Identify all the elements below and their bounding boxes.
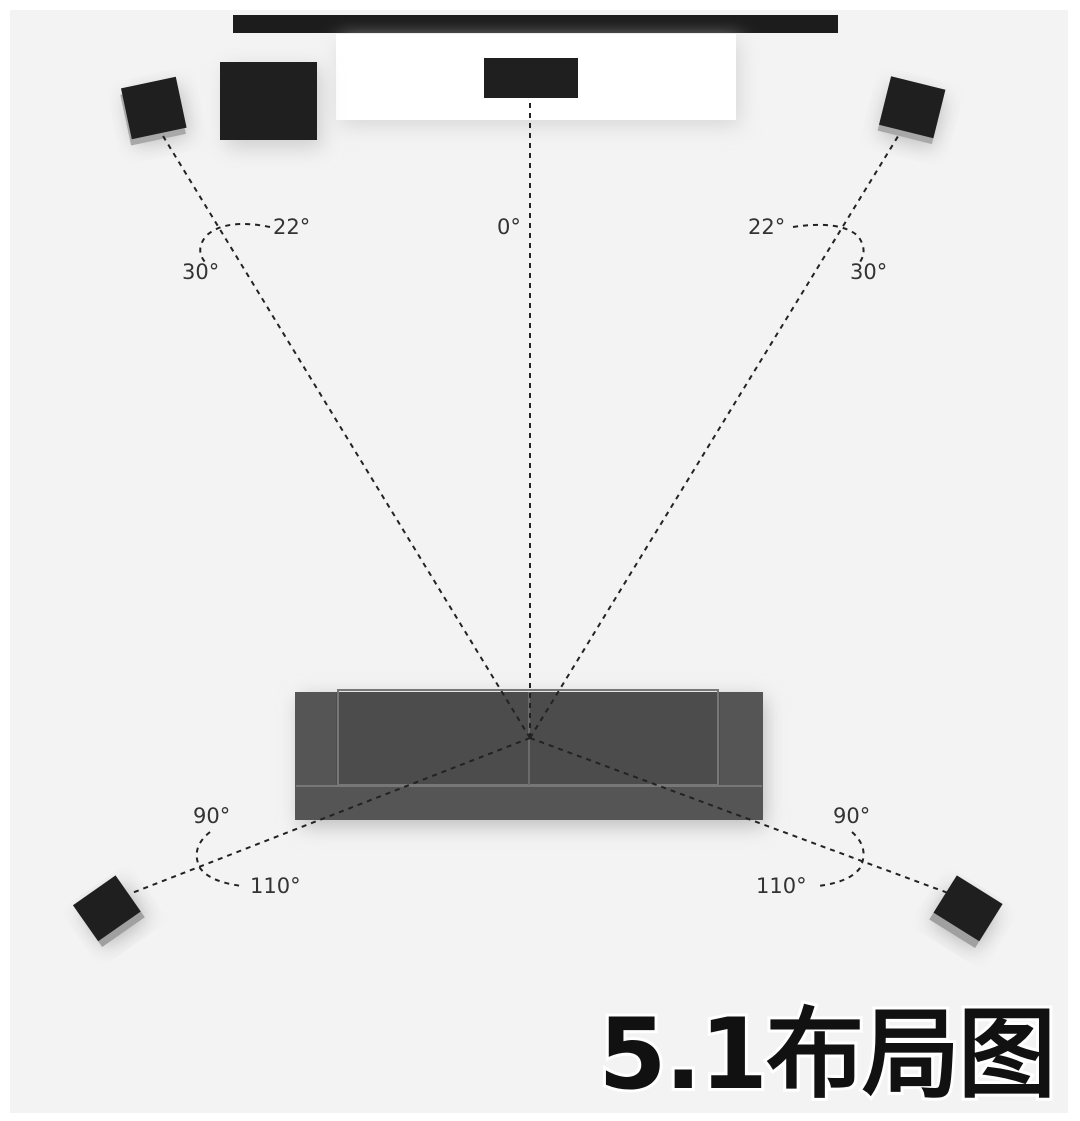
arc-surround-right: [817, 831, 865, 887]
guide-surround-right: [529, 737, 949, 894]
arc-front-left: [199, 223, 271, 263]
angle-arcs: [195, 223, 865, 887]
diagram-title: 5.1布局图: [598, 998, 1054, 1112]
angle-label-front-right-outer: 30°: [850, 260, 887, 284]
sofa: [295, 689, 765, 826]
angle-label-surround-left-outer: 110°: [250, 874, 301, 898]
angle-label-surround-left-inner: 90°: [193, 804, 230, 828]
angle-label-front-left-outer: 30°: [182, 260, 219, 284]
arc-surround-left: [195, 831, 243, 887]
front-left-speaker: [120, 76, 191, 147]
guide-front-right: [529, 132, 901, 739]
tv-screen: [233, 15, 838, 33]
surround-left-speaker: [72, 875, 149, 949]
guide-lines: [131, 98, 949, 894]
arc-front-right: [792, 223, 865, 263]
surround-right-speaker: [929, 875, 1003, 951]
room-floor: [10, 10, 1068, 1113]
angle-label-surround-right-inner: 90°: [833, 804, 870, 828]
angle-label-front-right-inner: 22°: [748, 215, 785, 239]
guide-front-left: [162, 135, 531, 739]
angle-label-center: 0°: [497, 215, 521, 239]
center-speaker: [484, 58, 578, 98]
guide-surround-left: [131, 737, 531, 894]
angle-label-surround-right-outer: 110°: [756, 874, 807, 898]
front-right-speaker: [877, 76, 946, 149]
angle-label-front-left-inner: 22°: [273, 215, 310, 239]
subwoofer: [220, 62, 317, 140]
